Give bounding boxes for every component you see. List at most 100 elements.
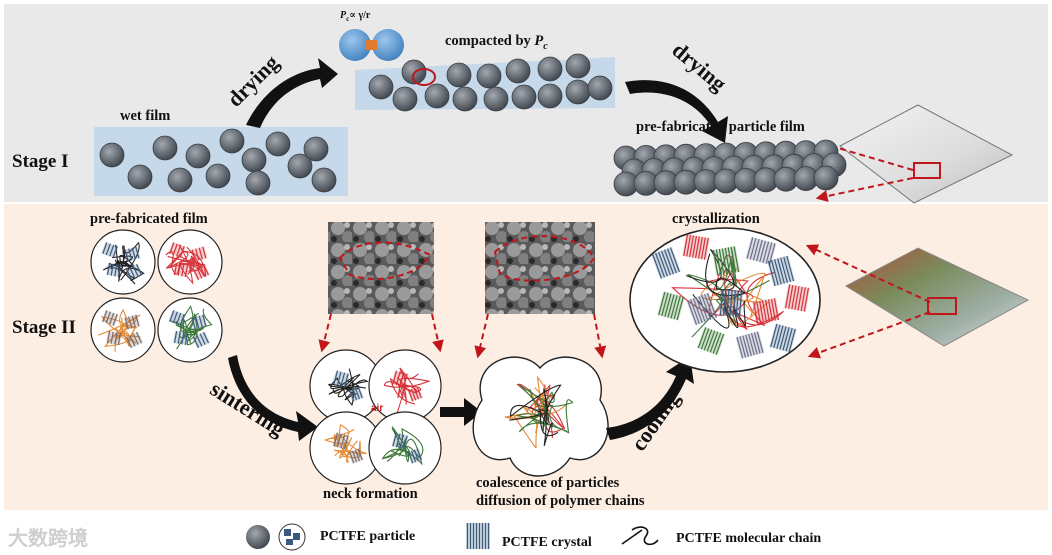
polymer-chain <box>334 433 367 458</box>
pre-fabricated-particle-film-label: pre-fabricated particle film <box>636 119 805 135</box>
crystal <box>173 262 189 278</box>
neck-formation-cluster <box>309 349 442 485</box>
pre-fabricated-film-label: pre-fabricated film <box>90 211 208 227</box>
crystal <box>190 246 208 262</box>
crystal <box>192 263 210 281</box>
compacted-particles <box>368 53 613 112</box>
legend-crystal-label: PCTFE crystal <box>502 535 592 550</box>
crystal <box>101 241 119 259</box>
polymer-chain <box>692 293 747 329</box>
polymer-chain <box>383 377 431 399</box>
coalescence-cluster <box>472 356 609 477</box>
particle <box>505 58 531 84</box>
crystal <box>391 432 409 450</box>
crystal <box>682 234 710 260</box>
crystal <box>769 323 797 353</box>
particle <box>303 136 329 162</box>
particle <box>311 167 337 193</box>
particle <box>537 56 563 82</box>
crystal <box>784 284 810 312</box>
crystal <box>711 246 741 276</box>
polymer-chain <box>328 377 369 398</box>
polymer-chain <box>706 271 776 330</box>
legend-chain-icon <box>621 526 659 546</box>
crystal <box>752 298 780 324</box>
particle <box>587 75 613 101</box>
stage2-label: Stage II <box>12 317 76 338</box>
particle <box>167 167 193 193</box>
particle <box>219 128 245 154</box>
stage1-label: Stage I <box>12 151 69 172</box>
crystal <box>173 330 189 346</box>
crystal <box>696 326 726 356</box>
particle <box>241 147 267 173</box>
legend-particle-icon <box>246 523 306 551</box>
particle <box>813 165 839 191</box>
crystallization-ellipse <box>629 227 821 373</box>
sem-image-coalescence <box>485 222 595 314</box>
crystal <box>106 330 122 346</box>
polymer-chain <box>509 388 553 446</box>
particle <box>483 86 509 112</box>
particle <box>368 74 394 100</box>
sintering-arrow <box>228 355 318 441</box>
crystal <box>745 237 777 265</box>
polymer-chain <box>516 384 555 420</box>
particle <box>452 86 478 112</box>
crystal <box>332 370 350 388</box>
legend-particle-label: PCTFE particle <box>320 529 416 544</box>
particle <box>476 63 502 89</box>
particle <box>245 170 271 196</box>
polymer-chain <box>175 315 197 350</box>
sem-link-3 <box>474 313 489 359</box>
particle <box>565 79 591 105</box>
particle <box>511 84 537 110</box>
wet-film-label: wet film <box>120 108 171 124</box>
crystal <box>348 448 364 464</box>
crystal <box>686 292 718 326</box>
particle <box>446 62 472 88</box>
pre-fabricated-particles <box>613 139 847 197</box>
sem-link-2 <box>431 313 444 353</box>
watermark: 大数跨境 <box>8 526 88 550</box>
particle <box>205 163 231 189</box>
crystal <box>391 370 409 388</box>
air-label: air <box>371 403 384 414</box>
polymer-chain <box>334 440 362 459</box>
polymer-chain <box>529 388 568 432</box>
sem-link-1 <box>318 313 332 353</box>
zoom-line-bottom <box>815 177 914 202</box>
drying-arrow-left <box>246 58 338 128</box>
application-photo <box>844 247 1030 347</box>
crystal <box>718 289 744 317</box>
polymer-chain <box>327 424 358 463</box>
polymer-chain <box>171 258 198 275</box>
crystal <box>735 331 765 359</box>
particle <box>127 164 153 190</box>
crystal <box>466 523 490 549</box>
capillary-highlight <box>412 68 436 86</box>
particle <box>424 83 450 109</box>
crystal <box>657 291 685 321</box>
legend-chain-label: PCTFE molecular chain <box>676 531 822 546</box>
crystal <box>123 314 141 330</box>
particle <box>185 143 211 169</box>
crystal <box>125 263 143 281</box>
crystal <box>101 309 119 327</box>
diffusion-label: diffusion of polymer chains <box>476 493 645 509</box>
polymer-chain <box>343 368 360 406</box>
particle <box>287 153 313 179</box>
crystal <box>767 255 795 287</box>
particle <box>99 142 125 168</box>
crystal <box>407 386 423 402</box>
crystal <box>190 314 208 330</box>
neck-formation-label: neck formation <box>323 486 418 502</box>
crystal <box>106 262 122 278</box>
sem-link-4 <box>593 313 607 359</box>
coalescence-label: coalescence of particles <box>476 475 620 491</box>
coalescence-arrow <box>440 398 482 426</box>
particle <box>152 135 178 161</box>
photo-link-bottom <box>807 311 931 359</box>
crystal <box>168 241 186 259</box>
